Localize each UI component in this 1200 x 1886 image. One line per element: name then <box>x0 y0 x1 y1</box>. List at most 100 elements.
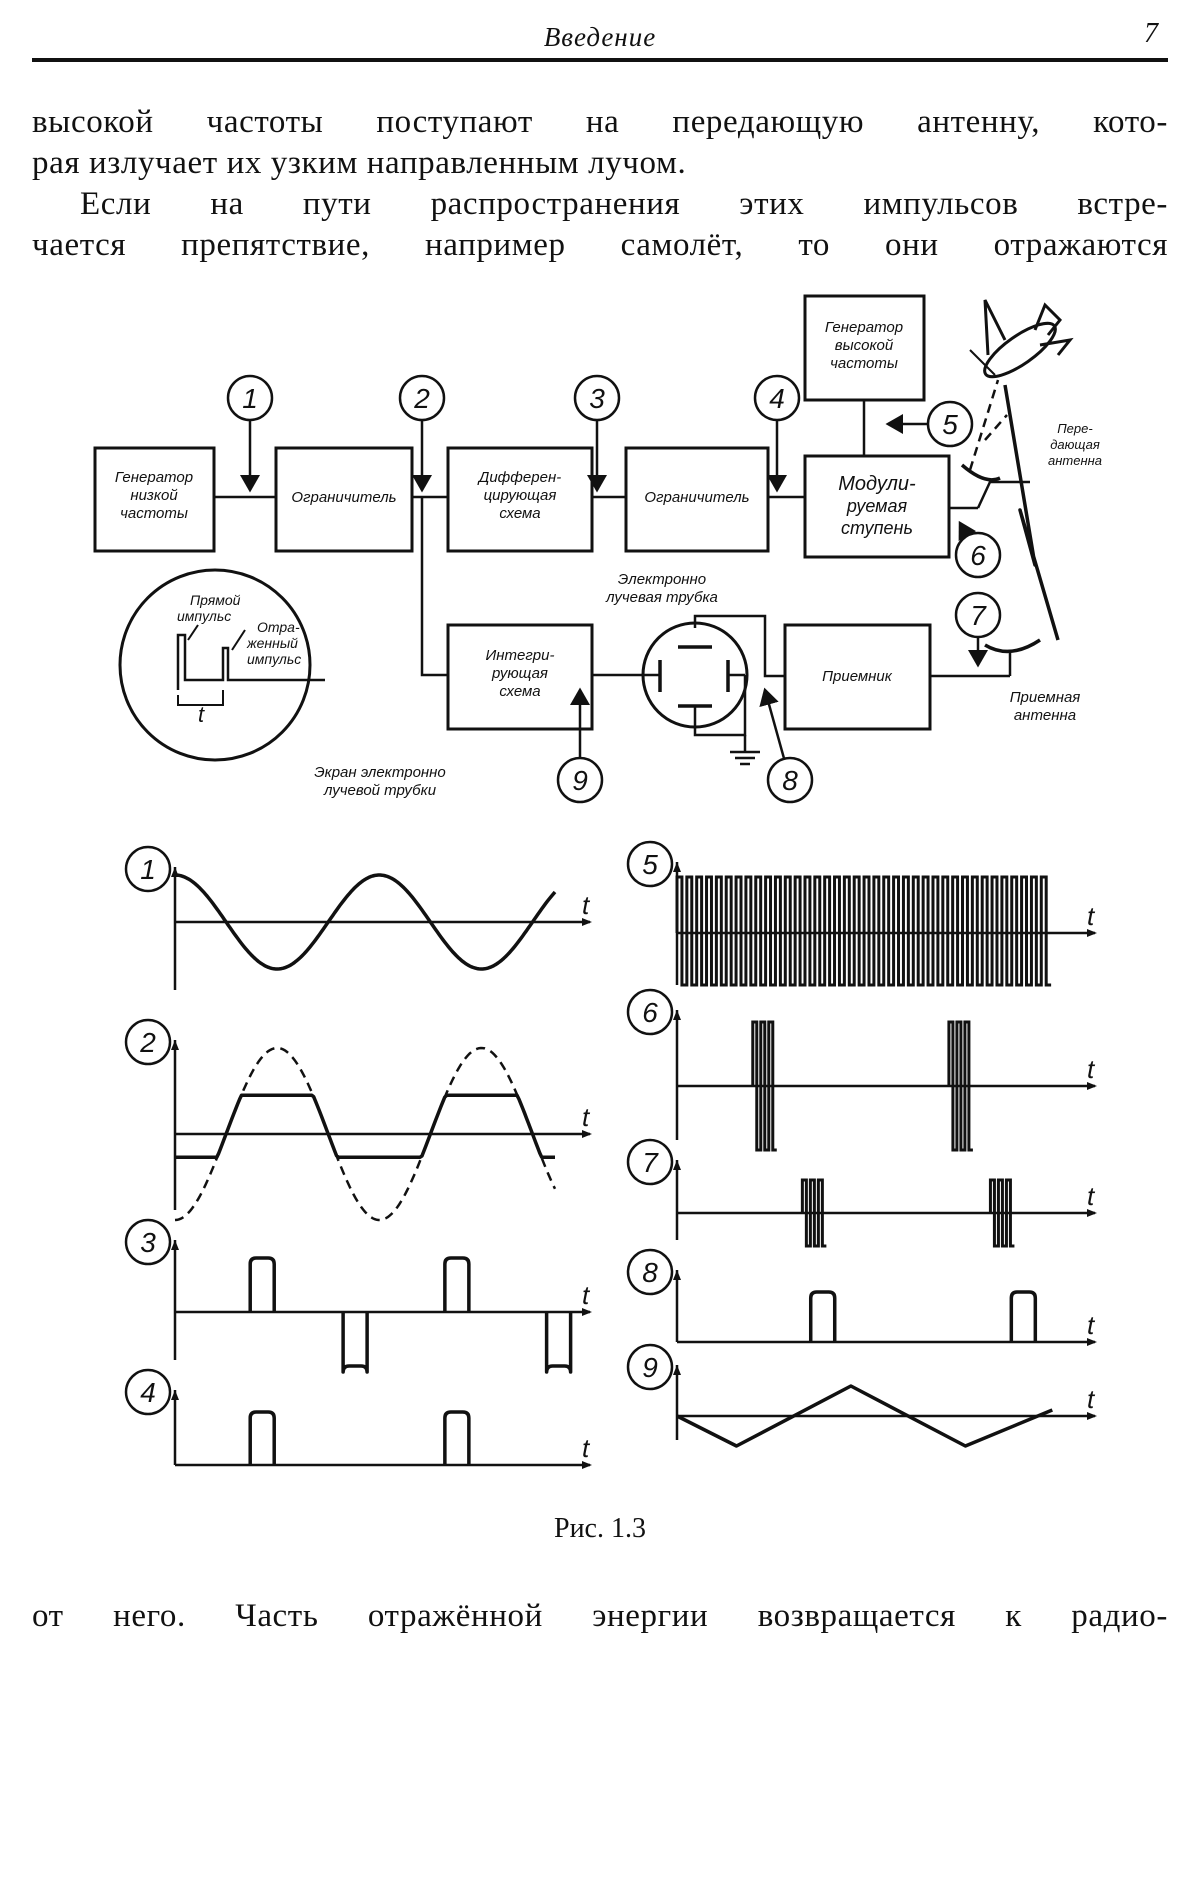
pulse <box>248 1256 276 1312</box>
test-point-number: 3 <box>589 383 605 414</box>
block-label: ступень <box>841 518 913 538</box>
plot-number: 5 <box>642 849 658 880</box>
burst <box>751 1020 777 1152</box>
y-axis-arrow <box>673 862 681 872</box>
block-modulated-stage <box>803 454 951 559</box>
block-label: Ограничитель <box>644 489 749 506</box>
block-label: низкой <box>130 487 178 504</box>
test-point-number: 5 <box>942 409 958 440</box>
test-point-number: 6 <box>970 540 986 571</box>
block-label: Генератор <box>825 319 903 336</box>
test-point-circle <box>573 374 621 422</box>
test-point-circle <box>226 374 274 422</box>
series-clipped <box>175 1093 555 1159</box>
y-axis-arrow <box>673 1365 681 1375</box>
plot-number-circle <box>626 1248 674 1296</box>
text-line: рая излучает их узким направленным лучом… <box>32 145 687 181</box>
plot-number: 8 <box>642 1257 658 1288</box>
x-axis-label: t <box>1087 1054 1096 1084</box>
waveform-5: t5 <box>626 840 1097 987</box>
screen-label: Экран электронно <box>314 764 446 781</box>
plot-number-circle <box>124 1368 172 1416</box>
direct-pulse-label: Прямой <box>190 592 241 608</box>
block-label: частоты <box>120 505 188 522</box>
test-point-number: 9 <box>572 765 588 796</box>
burst <box>800 1178 827 1248</box>
airplane-icon <box>969 299 1074 379</box>
block-label: Ограничитель <box>291 489 396 506</box>
x-axis-label: t <box>582 1102 591 1132</box>
block-label: Приемник <box>822 668 893 685</box>
series-hf-oscillation <box>675 875 1052 987</box>
plot-number-circle <box>124 1218 172 1266</box>
tx-antenna-label: дающая <box>1050 437 1100 452</box>
test-point-circle <box>753 374 801 422</box>
test-point-circle <box>556 756 604 804</box>
x-axis-arrow <box>582 1461 592 1469</box>
block-diagram: Генератор низкой частоты Ограничитель Ди… <box>93 294 1102 804</box>
test-point-circle <box>766 756 814 804</box>
block-label: рующая <box>491 665 548 682</box>
test-point-number: 4 <box>769 383 785 414</box>
waveform-9: t9 <box>626 1343 1097 1448</box>
plot-number: 6 <box>642 997 658 1028</box>
pulse <box>544 1312 573 1374</box>
x-axis-arrow <box>582 1308 592 1316</box>
y-axis-arrow <box>673 1160 681 1170</box>
rx-antenna-label: антенна <box>1014 707 1076 724</box>
plot-number-circle <box>124 845 172 893</box>
waveform-3: t3 <box>124 1218 592 1374</box>
screen-label: лучевой трубки <box>323 782 437 799</box>
burst <box>988 1178 1015 1248</box>
text-line: высокой частоты поступают на передающую … <box>32 104 1168 140</box>
plot-number: 2 <box>139 1027 156 1058</box>
block-label: руемая <box>846 496 908 516</box>
plot-number: 9 <box>642 1352 658 1383</box>
pulse <box>443 1410 471 1465</box>
block-limiter-2 <box>624 446 770 553</box>
x-axis-arrow <box>1087 929 1097 937</box>
waveform-6: t6 <box>626 988 1097 1152</box>
x-axis-label: t <box>582 1433 591 1463</box>
block-hf-generator <box>803 294 926 402</box>
y-axis-arrow <box>673 1270 681 1280</box>
x-axis-label: t <box>1087 1181 1096 1211</box>
top-paragraph: высокой частоты поступают на передающую … <box>32 102 1168 266</box>
plot-number-circle <box>626 840 674 888</box>
direct-pulse-label: импульс <box>177 608 231 624</box>
bottom-paragraph: от него. Часть отражённой энергии возвра… <box>32 1596 1168 1637</box>
test-point-number: 2 <box>413 383 430 414</box>
figure-1-3: Генератор низкой частоты Ограничитель Ди… <box>93 294 1102 1469</box>
pulse <box>443 1256 471 1312</box>
header-rule <box>32 58 1168 62</box>
waveform-1: t1 <box>124 845 592 990</box>
waveform-8: t8 <box>626 1248 1097 1346</box>
block-lf-generator <box>93 446 216 553</box>
y-axis-arrow <box>673 1010 681 1020</box>
reflected-pulse-label: импульс <box>247 651 301 667</box>
waveform-4: t4 <box>124 1368 592 1469</box>
series-sine <box>174 873 557 971</box>
crt-label: лучевая трубка <box>605 589 718 606</box>
plot-number: 4 <box>140 1377 156 1408</box>
block-label: высокой <box>835 337 894 354</box>
plot-number-circle <box>626 1138 674 1186</box>
x-axis-arrow <box>1087 1082 1097 1090</box>
x-axis-arrow <box>1087 1209 1097 1217</box>
test-point-circle <box>954 531 1002 579</box>
pulse <box>808 1290 837 1342</box>
burst <box>947 1020 973 1152</box>
block-integrator <box>446 623 594 731</box>
y-axis-arrow <box>171 1390 179 1400</box>
x-axis-arrow <box>582 1130 592 1138</box>
block-label: Дифферен- <box>477 469 561 486</box>
pulse <box>1009 1290 1038 1342</box>
test-point-number: 1 <box>242 383 258 414</box>
waveform-7: t7 <box>626 1138 1097 1248</box>
x-axis-arrow <box>1087 1338 1097 1346</box>
running-header-title: Введение <box>543 22 657 52</box>
x-axis-label: t <box>582 890 591 920</box>
x-axis-label: t <box>1087 901 1096 931</box>
plot-number-circle <box>124 1018 172 1066</box>
text-line: Если на пути распространения этих импуль… <box>80 186 1168 222</box>
